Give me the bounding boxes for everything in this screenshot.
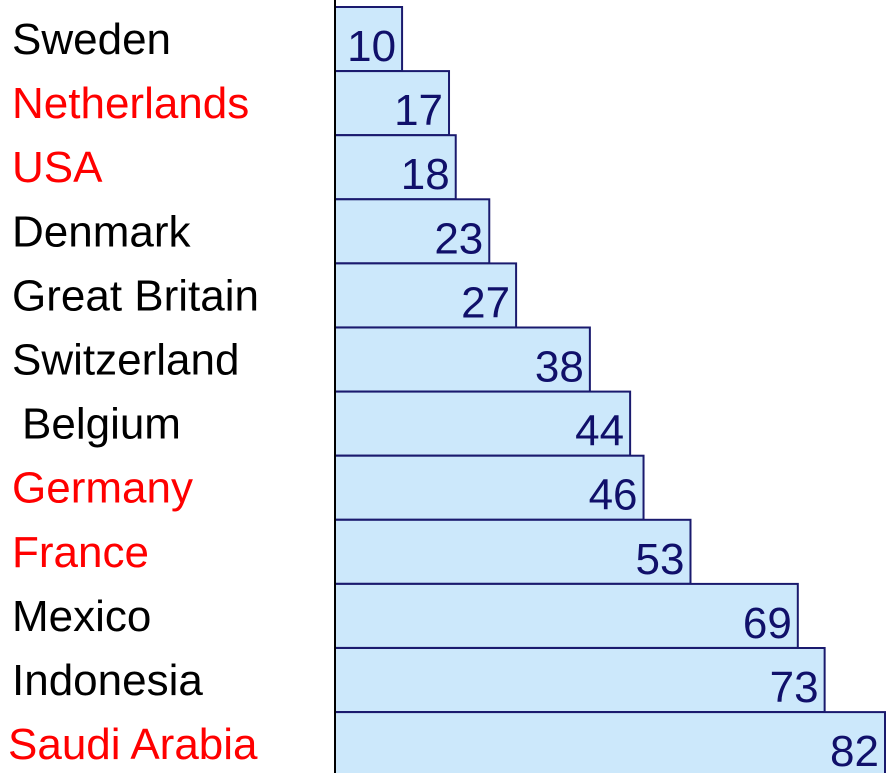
category-label-netherlands: Netherlands xyxy=(12,79,249,128)
value-label-belgium: 44 xyxy=(575,407,624,456)
bar-netherlands xyxy=(334,70,451,137)
category-label-saudi-arabia: Saudi Arabia xyxy=(8,720,258,769)
value-label-denmark: 23 xyxy=(434,214,483,263)
value-label-mexico: 69 xyxy=(743,599,792,648)
category-label-usa: USA xyxy=(12,143,103,192)
bar-denmark xyxy=(334,198,491,265)
category-label-germany: Germany xyxy=(12,464,193,513)
category-label-belgium: Belgium xyxy=(22,400,181,449)
value-label-switzerland: 38 xyxy=(535,343,584,392)
value-label-sweden: 10 xyxy=(347,22,396,71)
value-label-usa: 18 xyxy=(401,150,450,199)
value-label-great-britain: 27 xyxy=(461,278,510,327)
bars-group xyxy=(334,6,886,773)
value-label-saudi-arabia: 82 xyxy=(830,727,879,773)
bar-indonesia xyxy=(334,647,826,713)
value-label-france: 53 xyxy=(636,535,685,584)
category-label-indonesia: Indonesia xyxy=(12,656,203,705)
category-label-sweden: Sweden xyxy=(12,15,171,64)
category-label-mexico: Mexico xyxy=(12,592,151,641)
value-label-netherlands: 17 xyxy=(394,86,443,135)
category-label-great-britain: Great Britain xyxy=(12,271,259,320)
category-label-france: France xyxy=(12,528,149,577)
category-label-denmark: Denmark xyxy=(12,207,191,256)
bar-mexico xyxy=(334,582,799,649)
bar-saudi-arabia xyxy=(334,711,886,773)
value-label-indonesia: 73 xyxy=(770,663,819,712)
category-label-switzerland: Switzerland xyxy=(12,336,239,385)
value-label-germany: 46 xyxy=(589,471,638,520)
